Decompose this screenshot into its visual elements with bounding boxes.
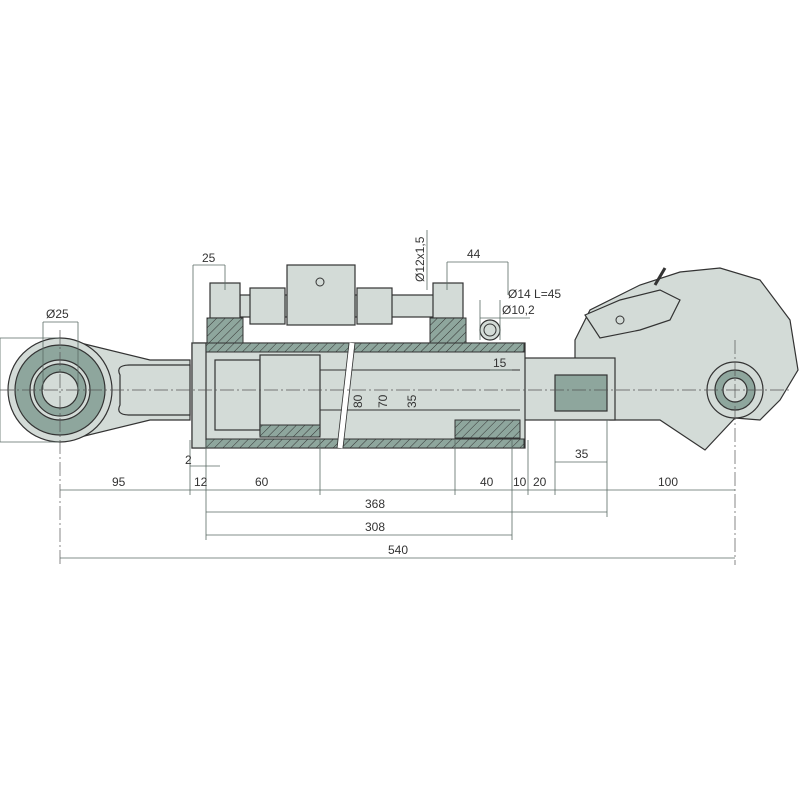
label-60: 60: [255, 475, 269, 489]
latch-pin-icon: [615, 315, 625, 325]
label-20: 20: [533, 475, 547, 489]
label-stroke-gap: 15: [493, 356, 507, 370]
label-10: 10: [513, 475, 527, 489]
rod-chrome: [554, 374, 608, 412]
label-eye-diameter: Ø25: [46, 307, 69, 321]
piston-nut: [214, 359, 261, 431]
label-pin-hole: Ø10,2: [502, 303, 535, 317]
label-368: 368: [365, 497, 385, 511]
label-bore-outer: 80: [351, 394, 365, 408]
fitting-right: [432, 282, 464, 319]
label-thread: Ø12x1,5: [413, 236, 427, 282]
label-100: 100: [658, 475, 678, 489]
label-bore-inner: 70: [376, 394, 390, 408]
label-port-spacing: 44: [467, 247, 481, 261]
valve-block: [286, 264, 356, 326]
label-308: 308: [365, 520, 385, 534]
latch: [584, 289, 681, 339]
label-rod: 35: [405, 394, 419, 408]
pin: [479, 319, 501, 341]
label-12: 12: [194, 475, 208, 489]
label-pin: Ø14 L=45: [508, 287, 561, 301]
label-95: 95: [112, 475, 126, 489]
label-fitting-offset: 25: [202, 251, 216, 265]
dimensions: [0, 230, 735, 559]
label-35: 35: [575, 447, 589, 461]
label-gap-small: 2: [185, 453, 192, 467]
label-540: 540: [388, 543, 408, 557]
label-40: 40: [480, 475, 494, 489]
